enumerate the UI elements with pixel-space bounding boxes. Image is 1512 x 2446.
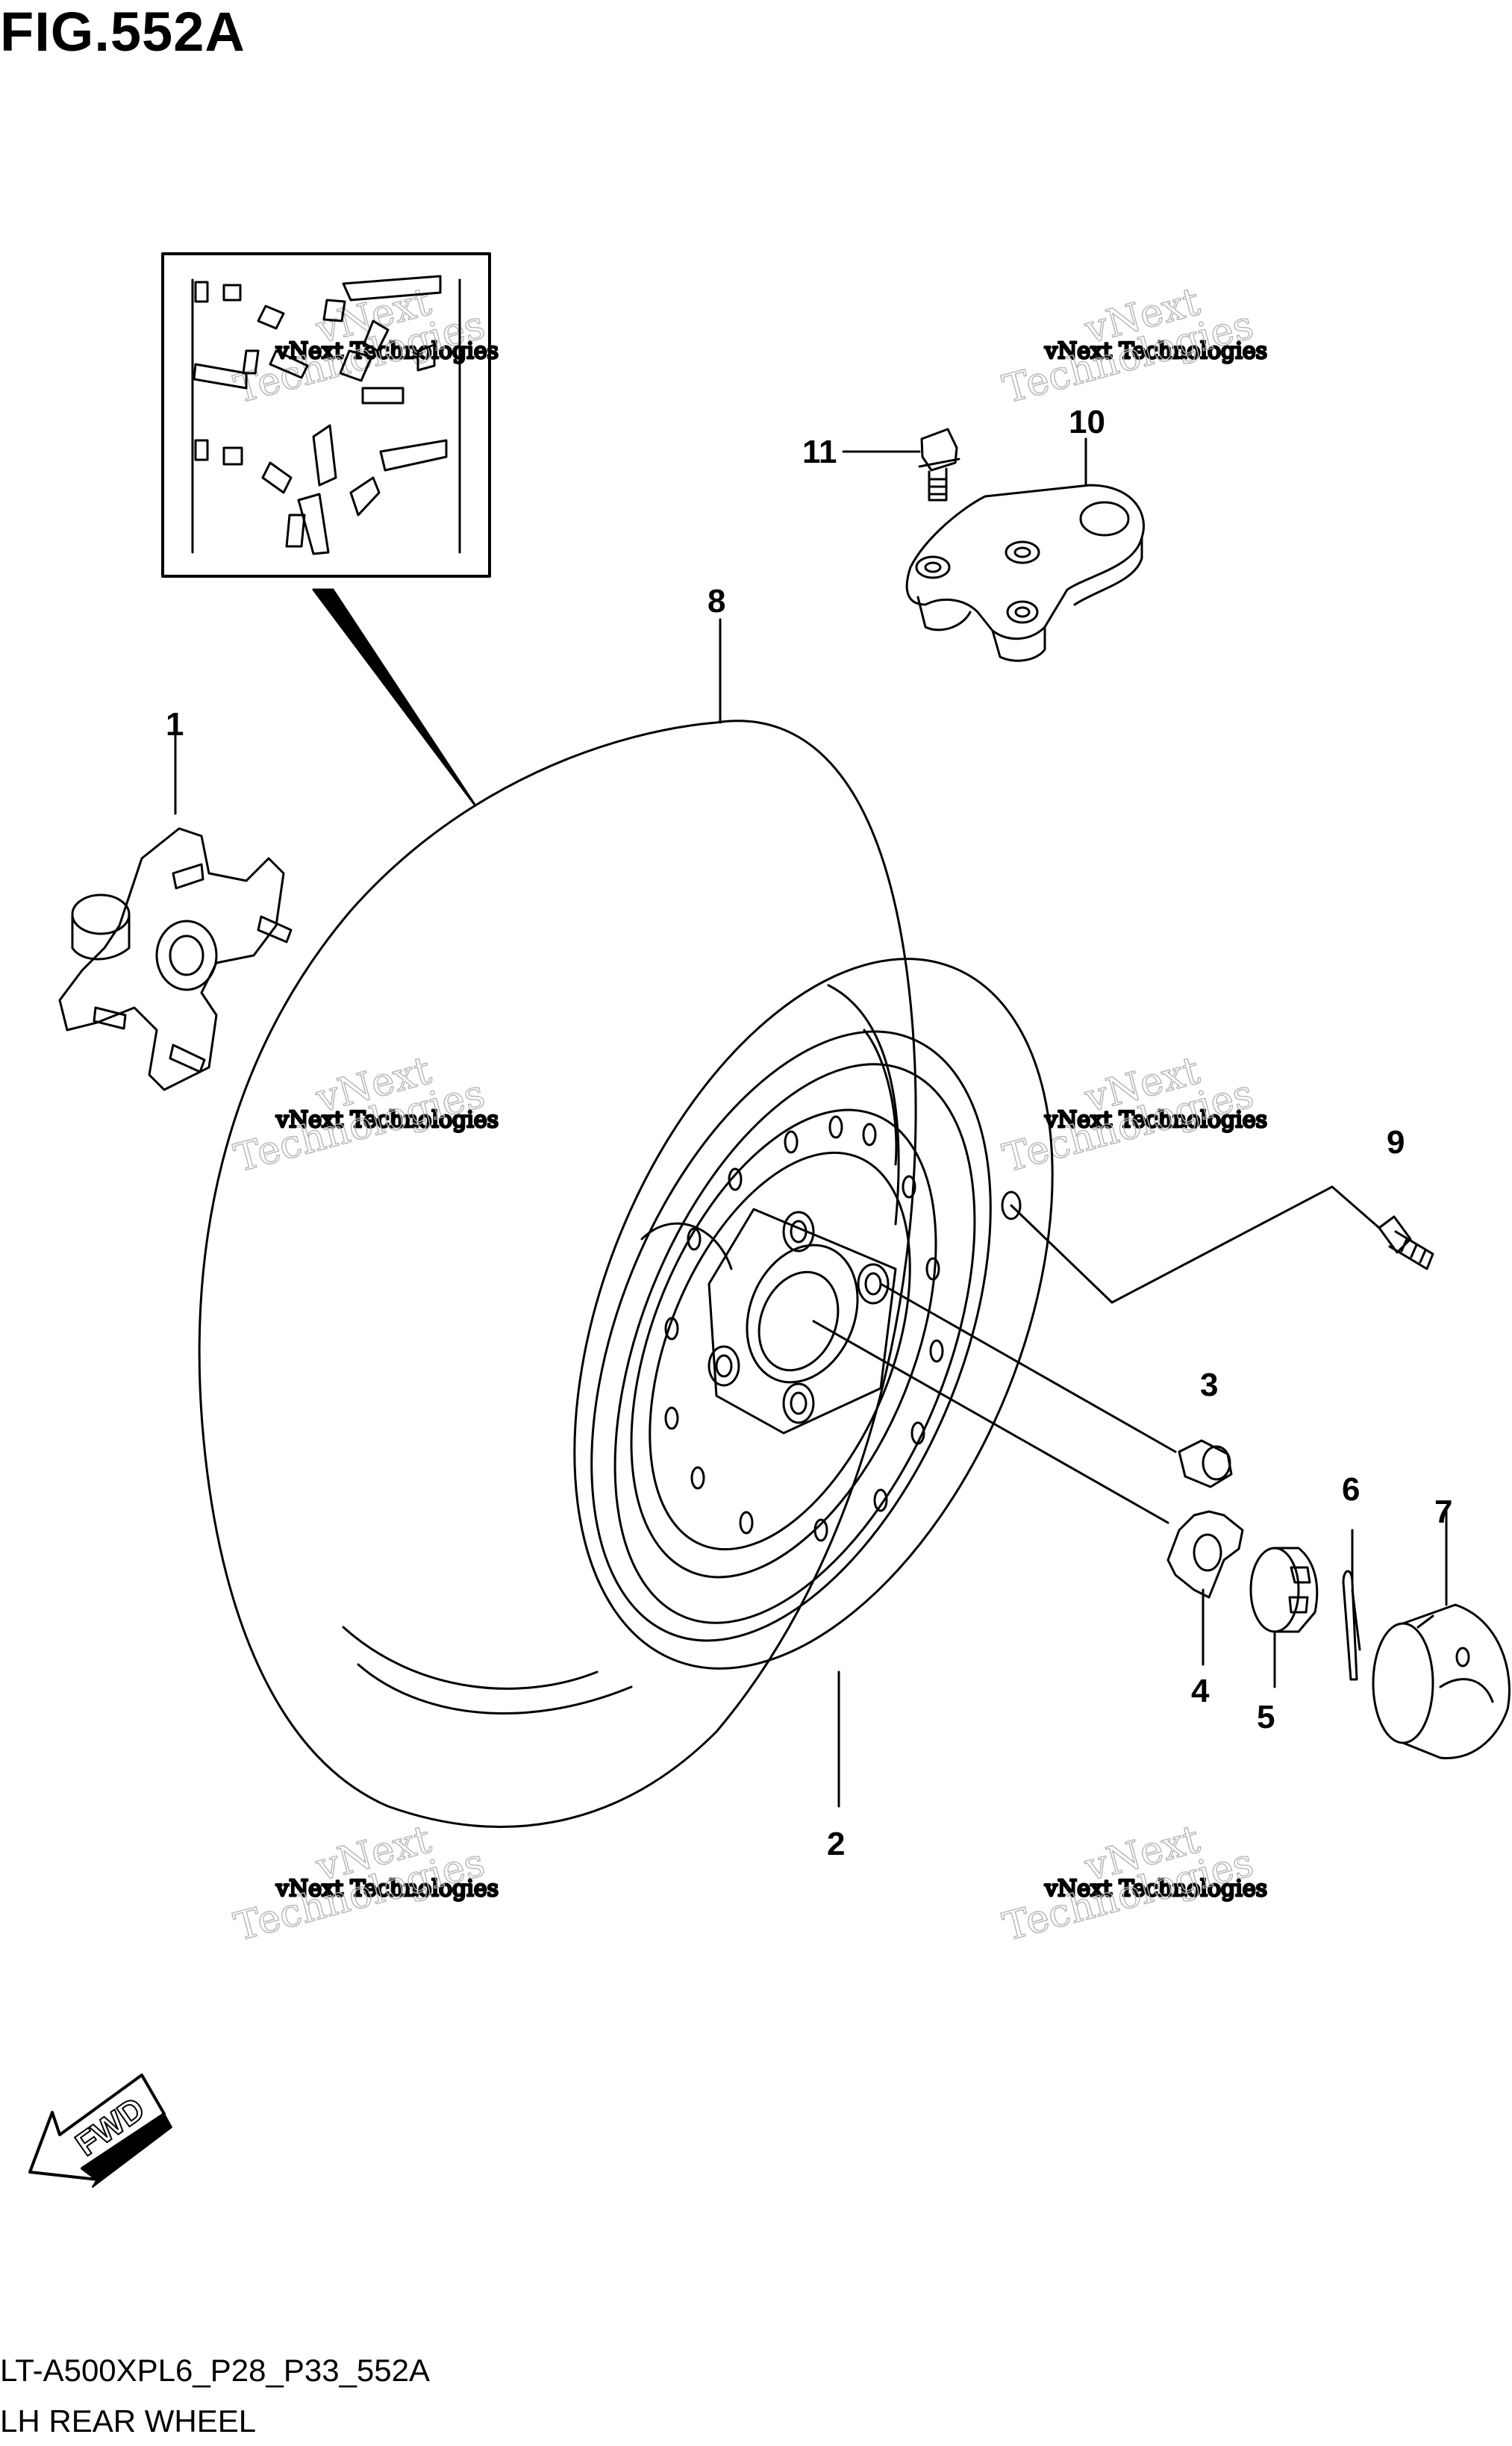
tire: [198, 720, 917, 1828]
callout-2: 2: [827, 1826, 845, 1862]
cotter-pin: [1342, 1570, 1361, 1681]
callout-10: 10: [1069, 404, 1105, 440]
lug-holes: [707, 1211, 890, 1424]
watermark: vNext Technologies vNext Technologies: [229, 1048, 499, 1182]
figure-title: FIG.552A: [0, 1, 246, 63]
watermark: vNext Technologies vNext Technologies: [998, 1817, 1268, 1951]
bracket: [905, 484, 1145, 662]
callout-6: 6: [1342, 1471, 1360, 1508]
callout-7: 7: [1434, 1494, 1452, 1530]
callout-11: 11: [802, 434, 837, 470]
watermark: vNext Technologies vNext Technologies: [998, 1048, 1268, 1182]
svg-text:vNext Technologies: vNext Technologies: [275, 1107, 499, 1133]
washer: [1166, 1510, 1244, 1599]
watermarks: vNext Technologies vNext Technologies vN…: [229, 279, 1268, 1951]
wheel-rim: [573, 958, 1054, 1670]
watermark: vNext Technologies vNext Technologies: [998, 279, 1268, 414]
model-code: LT-A500XPL6_P28_P33_552A: [0, 2353, 431, 2388]
leader-lines: [174, 437, 1448, 1808]
fwd-arrow-icon: FWD: [28, 2074, 172, 2188]
callout-9: 9: [1387, 1124, 1405, 1161]
callout-8: 8: [707, 583, 725, 620]
svg-text:vNext Technologies: vNext Technologies: [275, 1876, 499, 1902]
svg-text:vNext Technologies: vNext Technologies: [1044, 338, 1267, 364]
wheel-nut: [1178, 1439, 1233, 1488]
svg-text:vNext Technologies: vNext Technologies: [1044, 1107, 1267, 1133]
rim-holes: [664, 1115, 944, 1542]
callout-3: 3: [1200, 1367, 1218, 1403]
castle-nut: [1249, 1547, 1319, 1633]
callout-4: 4: [1191, 1673, 1210, 1709]
valve: [1378, 1215, 1434, 1270]
bolt: [918, 428, 960, 502]
diagram-title: LH REAR WHEEL: [0, 2403, 257, 2439]
hub-cap: [1372, 1603, 1511, 1759]
svg-text:vNext Technologies: vNext Technologies: [1044, 1876, 1267, 1902]
tread-pattern-inset: [161, 252, 491, 806]
callouts: 1 2 3 4 5 6 7 8 9 10 11: [166, 404, 1452, 1862]
callout-5: 5: [1257, 1699, 1275, 1735]
wheel-hub: [58, 827, 293, 1091]
callout-1: 1: [166, 706, 184, 743]
watermark: vNext Technologies vNext Technologies: [229, 1817, 499, 1951]
svg-text:vNext Technologies: vNext Technologies: [275, 338, 499, 364]
